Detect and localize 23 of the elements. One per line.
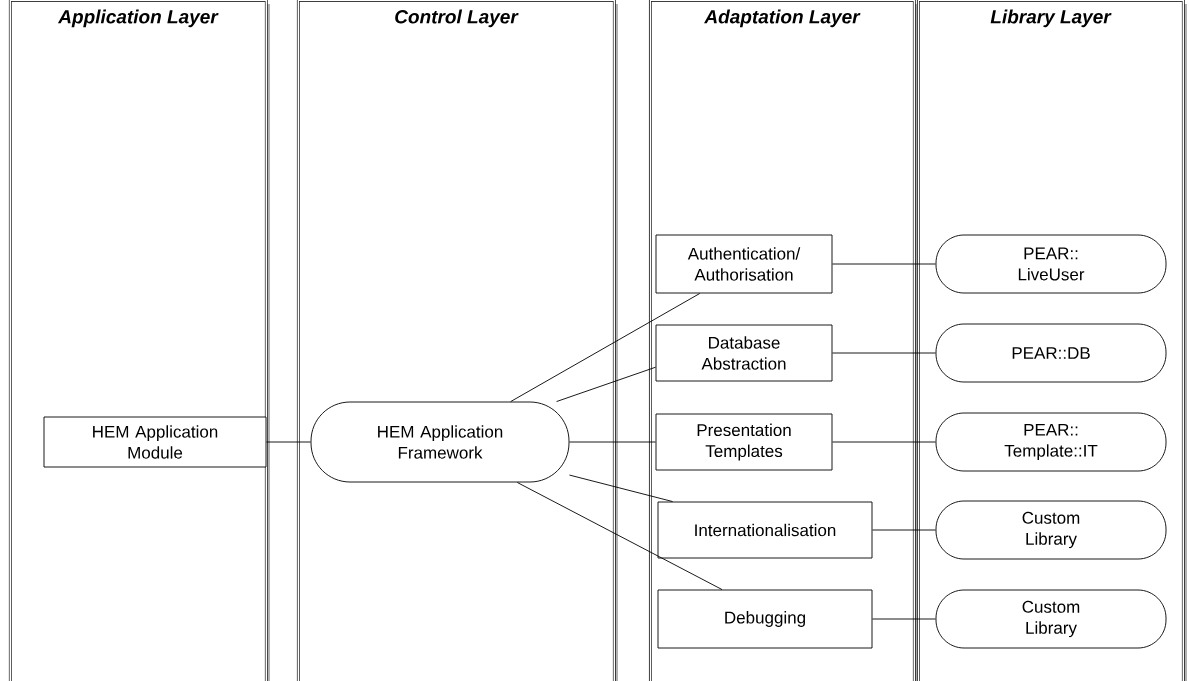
connector-line [516, 482, 723, 590]
connector-line [832, 352, 936, 354]
process-box: Internationalisation [657, 501, 873, 559]
rounded-box: Custom Library [935, 500, 1167, 560]
rounded-box: PEAR:: LiveUser [935, 234, 1167, 294]
process-box: Presentation Templates [655, 413, 833, 471]
connector-line [872, 618, 936, 620]
connector-line [832, 441, 936, 443]
rounded-box: Custom Library [935, 589, 1167, 649]
rounded-box: HEM Application Framework [310, 401, 570, 483]
rounded-box: PEAR:: Template::IT [935, 412, 1167, 472]
connector-line [832, 263, 936, 265]
connector-line [569, 441, 656, 443]
process-box: Debugging [657, 589, 873, 649]
process-box: Database Abstraction [655, 324, 833, 382]
process-box: HEM Application Module [43, 416, 267, 468]
connector-line [510, 293, 701, 402]
process-box: Authentication/ Authorisation [655, 234, 833, 294]
connector-line [569, 474, 674, 502]
connector-line [872, 529, 936, 531]
connector-line [556, 366, 656, 402]
rounded-box: PEAR::DB [935, 323, 1167, 383]
connector-line [266, 441, 311, 443]
